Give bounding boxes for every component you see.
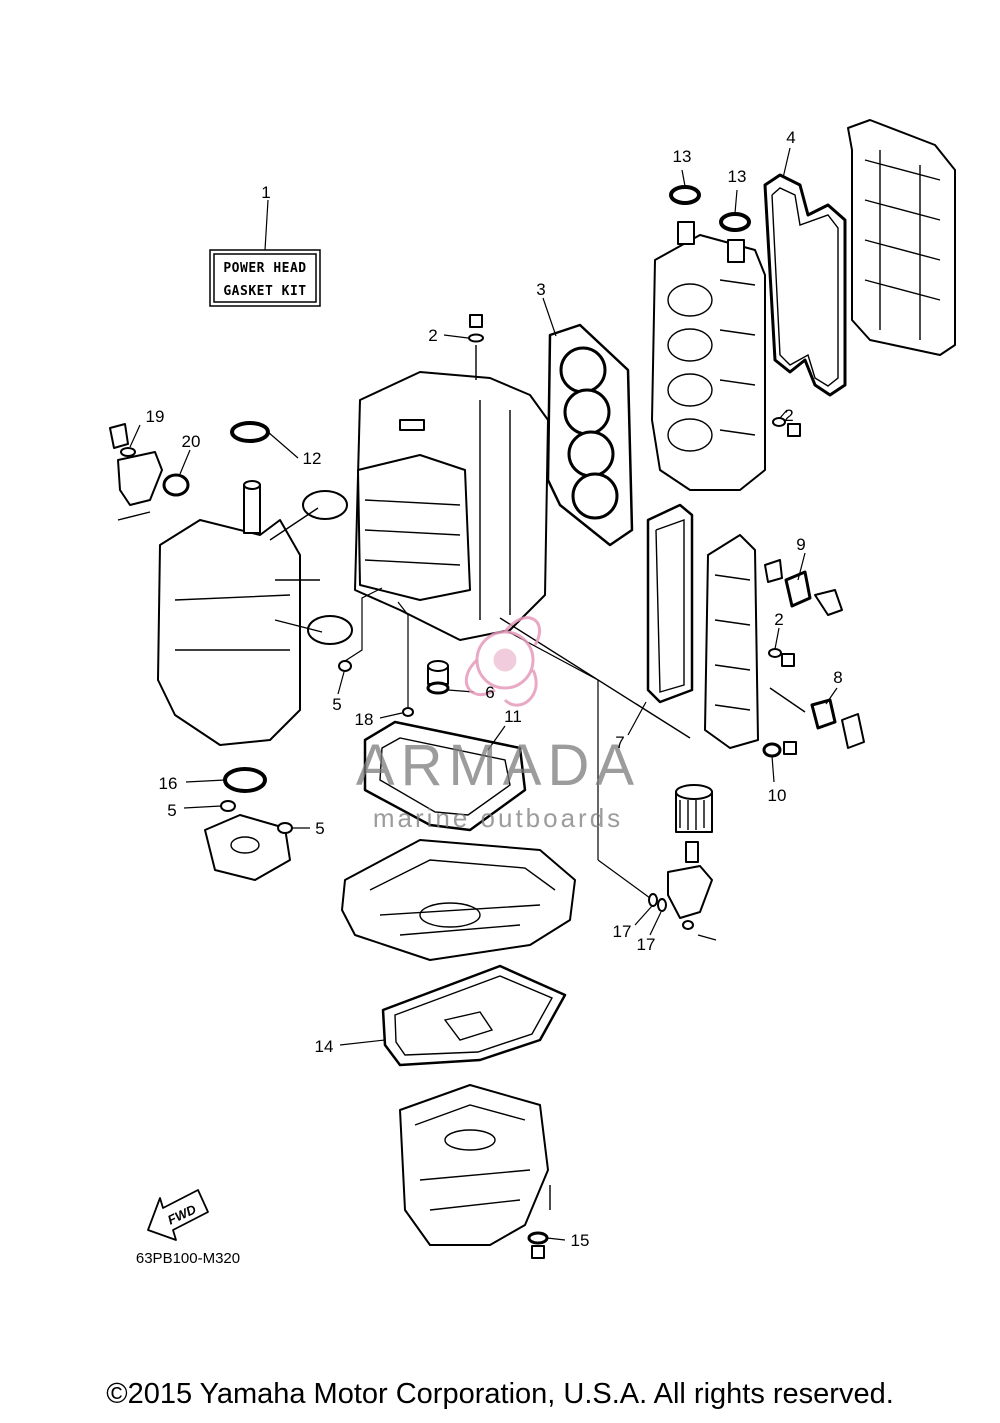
o-rings-17 — [504, 629, 667, 936]
o-ring-5-mid — [337, 587, 383, 695]
oil-pan-gasket-11 — [363, 720, 527, 832]
cylinder-head-cover — [847, 119, 956, 356]
callout-5a: 5 — [332, 695, 341, 714]
callout-17b: 17 — [637, 935, 656, 954]
seal-16 — [185, 767, 267, 793]
thermostat-gasket-9 — [764, 552, 843, 616]
callout-labels: 1 2 2 2 3 4 5 5 5 6 7 8 9 10 11 12 13 13… — [146, 128, 843, 1250]
callout-2a: 2 — [428, 326, 437, 345]
o-ring-18 — [379, 601, 414, 719]
fwd-arrow: FWD — [147, 1189, 209, 1241]
kit-label-line2: GASKET KIT — [223, 284, 306, 299]
callout-13a: 13 — [673, 147, 692, 166]
callout-19: 19 — [146, 407, 165, 426]
o-ring-5-lower-left — [183, 800, 236, 812]
copyright-notice: ©2015 Yamaha Motor Corporation, U.S.A. A… — [106, 1378, 894, 1410]
callout-18: 18 — [355, 710, 374, 729]
cylinder-head-gasket — [542, 297, 634, 547]
oil-seal-13-left — [669, 169, 701, 205]
callout-5b: 5 — [167, 801, 176, 820]
callout-16: 16 — [159, 774, 178, 793]
callout-13b: 13 — [728, 167, 747, 186]
washer-2-right-mid — [768, 627, 795, 667]
callout-1: 1 — [261, 183, 270, 202]
callout-14: 14 — [315, 1037, 334, 1056]
washer-10 — [762, 741, 797, 783]
callout-10: 10 — [768, 786, 787, 805]
gasket-8 — [769, 687, 865, 749]
watermark-tagline: marine outboards — [373, 803, 623, 833]
o-ring-5-lower-right — [277, 822, 310, 834]
exhaust-cover-assembly — [704, 534, 759, 749]
bolt-2-top — [443, 314, 484, 380]
callout-6: 6 — [485, 683, 494, 702]
callout-5c: 5 — [315, 819, 324, 838]
callout-2c: 2 — [774, 610, 783, 629]
callout-17a: 17 — [613, 922, 632, 941]
drain-bolt-15 — [527, 1185, 566, 1259]
plug-6 — [426, 660, 475, 695]
power-head-gasket-kit-label: POWER HEAD GASKET KIT — [209, 199, 321, 307]
kit-label-line1: POWER HEAD — [223, 261, 306, 276]
callout-3: 3 — [536, 280, 545, 299]
head-cover-gasket — [763, 147, 847, 397]
cylinder-block — [354, 371, 549, 641]
pump-assembly-lower — [204, 814, 291, 881]
crankshaft-piston-assembly — [157, 480, 353, 746]
cylinder-head — [651, 221, 766, 491]
oil-seal-13-right — [719, 189, 751, 232]
callout-8: 8 — [833, 668, 842, 687]
oil-pan — [399, 1084, 549, 1246]
callout-11: 11 — [504, 707, 522, 726]
callout-2b: 2 — [784, 406, 793, 425]
callout-9: 9 — [796, 535, 805, 554]
callout-15: 15 — [571, 1231, 590, 1250]
diagram-code: 63PB100-M320 — [136, 1250, 240, 1267]
exhaust-cover-gasket-7 — [499, 503, 694, 739]
washer-2-right-top — [772, 409, 801, 437]
callout-20: 20 — [182, 432, 201, 451]
exhaust-guide — [341, 839, 576, 961]
callout-12: 12 — [303, 449, 322, 468]
exhaust-guide-gasket-14 — [339, 964, 567, 1067]
callout-4: 4 — [786, 128, 795, 147]
fitting-19-20 — [109, 423, 191, 521]
oil-filter-assembly — [667, 784, 717, 941]
crank-oil-seal-12 — [230, 421, 299, 459]
watermark-brand: ARMADA — [356, 733, 640, 798]
callout-7: 7 — [615, 733, 624, 752]
armada-watermark: ARMADA marine outboards — [356, 616, 640, 833]
